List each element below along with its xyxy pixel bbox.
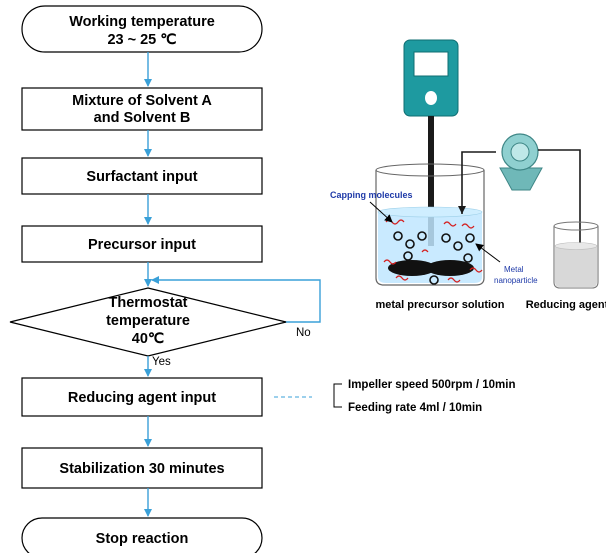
step-mixture-line-2: and Solvent B: [94, 110, 191, 126]
caption-metal-precursor: metal precursor solution: [376, 299, 505, 311]
step-mixture-box: [21, 87, 263, 131]
step-precursor: Precursor input: [21, 225, 263, 263]
decision-line-1: Thermostat: [109, 295, 188, 311]
step-stabilization-box: [21, 447, 263, 489]
start-line-1: Working temperature: [69, 14, 215, 30]
reducing-agent-surface: [554, 242, 598, 250]
yes-label: Yes: [152, 356, 171, 368]
step-reducing: Reducing agent input: [21, 377, 263, 417]
capping-molecules-label: Capping molecules: [330, 190, 413, 200]
step-precursor-text: Precursor input: [88, 237, 196, 253]
capping-pointer: [369, 201, 393, 223]
end-terminal-shape: [21, 517, 263, 553]
decision-line-3: 40℃: [132, 331, 165, 347]
step-mixture-line-1: Mixture of Solvent A: [72, 93, 212, 109]
step-surfactant: Surfactant input: [21, 157, 263, 195]
pump-rotor: [510, 142, 530, 162]
step-mixture: Mixture of Solvent A and Solvent B: [21, 87, 263, 131]
condition-impeller: Impeller speed 500rpm / 10min: [348, 379, 515, 391]
decision-thermostat: Thermostat temperature 40℃: [9, 287, 287, 357]
feed-arrow-head: [458, 206, 466, 214]
metal-label-line-2: nanoparticle: [494, 276, 538, 285]
step-surfactant-box: [21, 157, 263, 195]
start-terminal: Working temperature 23 ~ 25 ℃: [21, 5, 263, 53]
controller-display: [413, 51, 449, 77]
step-stabilization-text: Stabilization 30 minutes: [59, 461, 224, 477]
step-stabilization: Stabilization 30 minutes: [21, 447, 263, 489]
step-precursor-box: [21, 225, 263, 263]
apparatus: Capping molecules Metal nanoparticle met…: [330, 39, 606, 311]
no-label: No: [296, 327, 311, 339]
nanoparticles: [393, 231, 475, 285]
solution-surface: [377, 206, 483, 218]
beaker-body: [375, 170, 485, 286]
loop-back-arrow: [151, 276, 321, 323]
start-line-2: 23 ~ 25 ℃: [107, 32, 177, 48]
reducing-beaker-body: [553, 226, 599, 289]
reducing-agent-liquid: [555, 246, 597, 287]
pump-base: [499, 167, 543, 191]
step-reducing-box: [21, 377, 263, 417]
pump: [499, 133, 543, 191]
impeller-blade-left: [388, 260, 436, 276]
reducing-beaker-rim: [553, 221, 599, 231]
step-surfactant-text: Surfactant input: [86, 169, 197, 185]
stirrer-shaft: [428, 116, 434, 246]
start-terminal-shape: [21, 5, 263, 53]
feed-line-left: [461, 151, 496, 214]
decision-line-2: temperature: [106, 313, 190, 329]
condition-feeding: Feeding rate 4ml / 10min: [348, 402, 482, 414]
feed-line-right: [538, 149, 581, 246]
step-reducing-text: Reducing agent input: [68, 390, 216, 406]
metal-label-line-1: Metal: [504, 265, 524, 274]
impeller-blade-right: [426, 260, 474, 276]
controller-knob: [425, 91, 437, 105]
end-text: Stop reaction: [96, 531, 189, 547]
metal-pointer: [475, 243, 501, 263]
caption-reducing-agent: Reducing agent: [526, 299, 606, 311]
end-terminal: Stop reaction: [21, 517, 263, 553]
conditions-bracket: [333, 383, 342, 408]
